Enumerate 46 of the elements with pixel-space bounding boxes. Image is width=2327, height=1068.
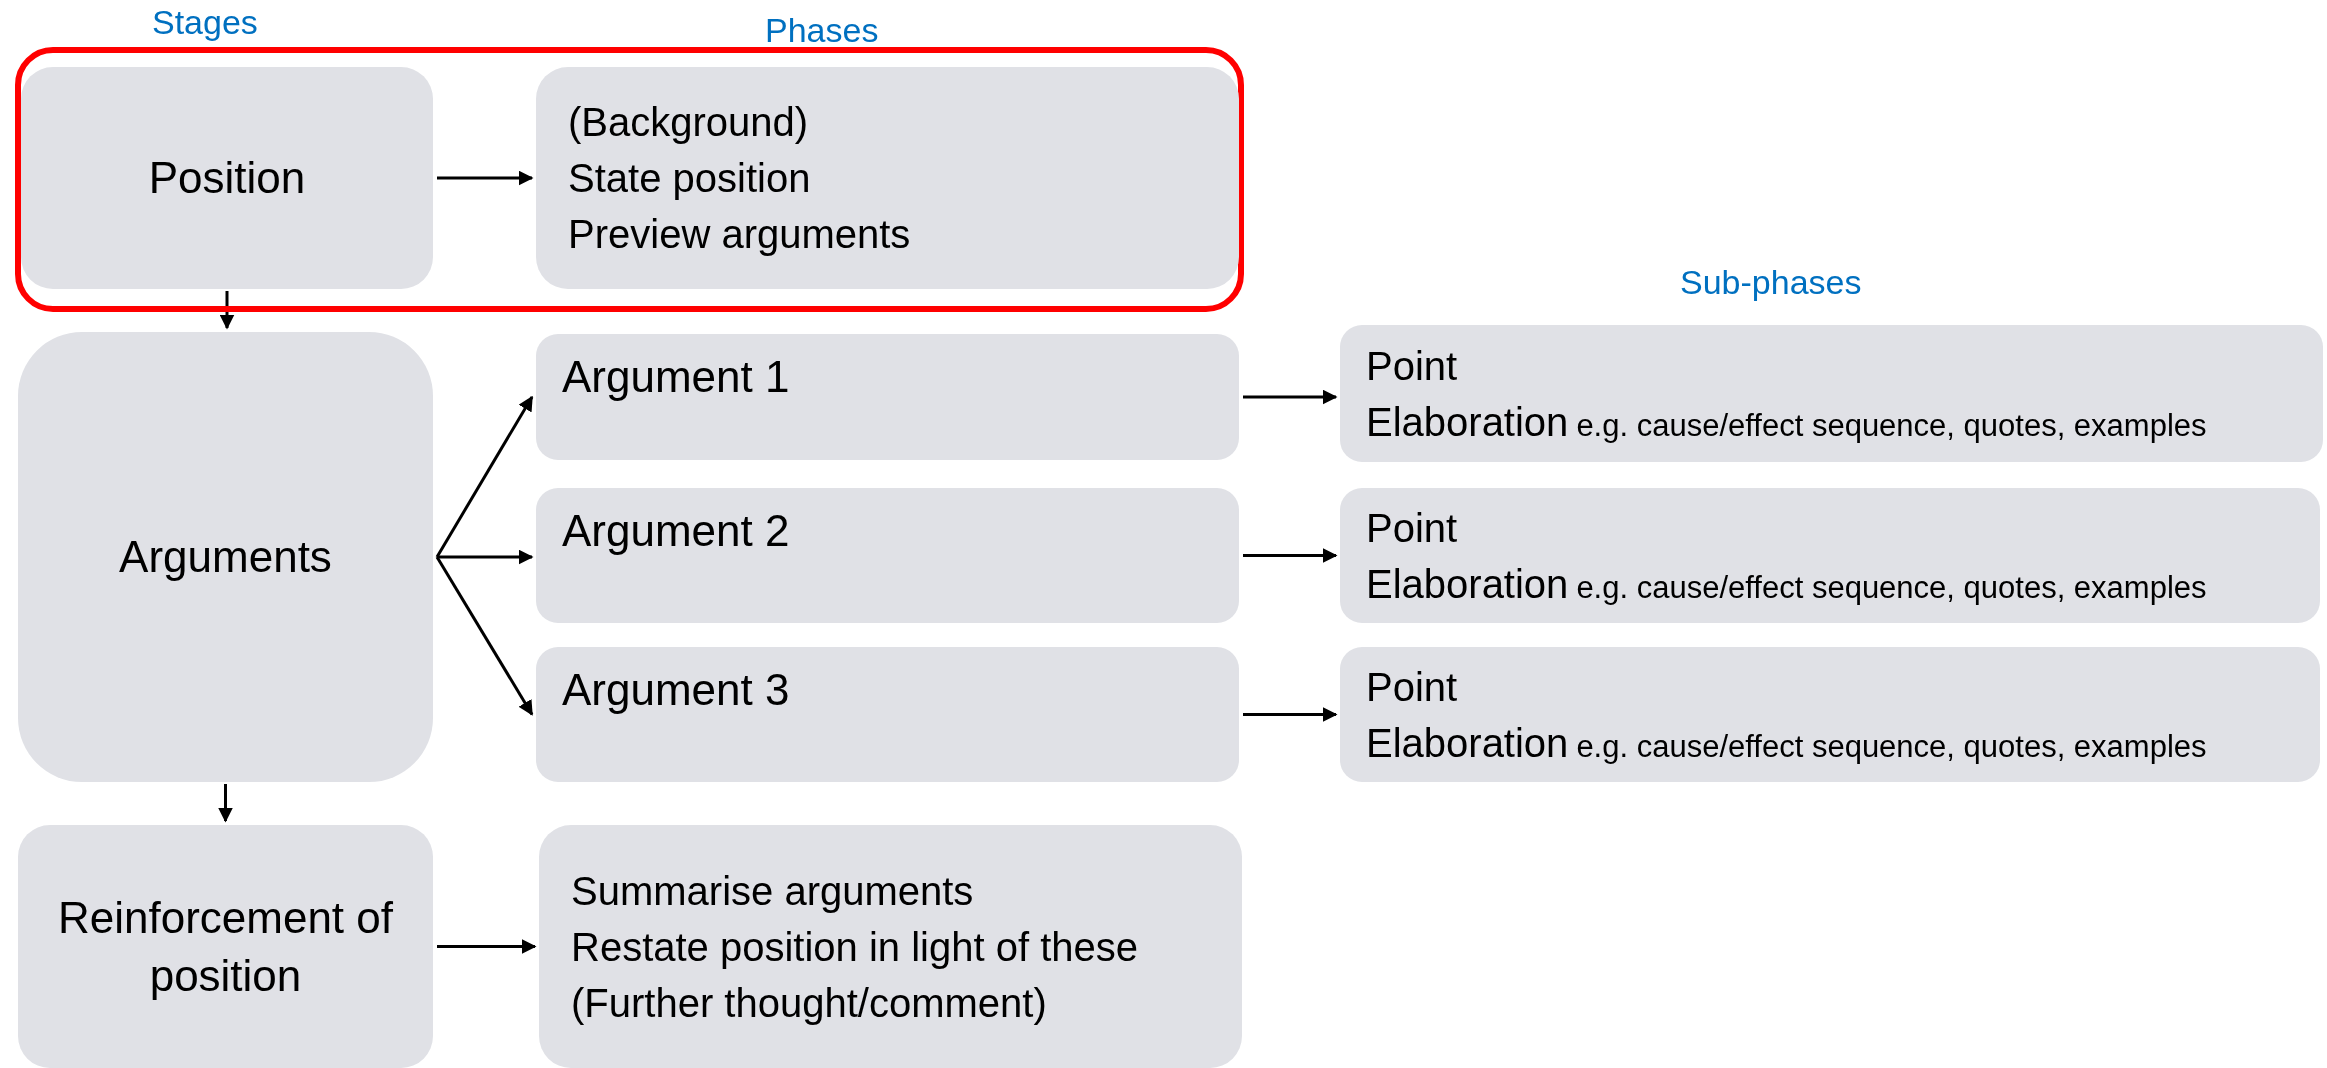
stage-label: Position [148,152,306,205]
arrow [218,784,233,823]
elaboration-label: Elaboration [1366,560,1569,608]
phase-box [539,825,1242,1068]
arrow [1243,707,1338,722]
stage-label: Reinforcement of position [56,892,395,1002]
phase-text: Summarise arguments [571,867,975,915]
highlight-frame [15,47,1244,312]
phase-box [536,334,1239,460]
column-heading: Sub-phases [1680,262,1862,303]
arrow [435,395,534,558]
phase-box [536,647,1239,782]
arrow [437,549,534,565]
sub-phase-box [1340,488,2320,623]
arrow [435,556,534,716]
phase-text: State position [568,155,812,202]
point-label: Point [1366,663,1459,711]
point-label: Point [1366,504,1459,552]
sub-phase-box [1340,325,2323,462]
phase-text: (Further thought/comment) [571,979,1048,1027]
stage-box [18,825,433,1068]
argument-label: Argument 2 [562,505,791,557]
sub-phase-box [1340,647,2320,782]
point-label: Point [1366,342,1459,390]
phase-text: Preview arguments [568,211,912,258]
phase-box [536,67,1239,289]
arrow [219,291,235,330]
elaboration-label: Elaboration [1366,719,1569,767]
arrow [1243,389,1338,405]
stage-box [18,332,433,782]
arrow [1243,548,1338,563]
elaboration-examples: e.g. cause/effect sequence, quotes, examples [1576,406,2207,445]
arrow [437,170,534,186]
phase-box [536,488,1239,623]
elaboration-label: Elaboration [1366,398,1569,446]
argument-label: Argument 1 [562,351,791,403]
argument-label: Argument 3 [562,664,791,716]
column-heading: Phases [765,10,879,51]
phase-text: Restate position in light of these [571,923,1139,971]
stage-box [21,67,433,289]
phase-text: (Background) [568,99,810,146]
stage-label: Arguments [119,531,332,584]
elaboration-examples: e.g. cause/effect sequence, quotes, examples [1576,727,2207,766]
elaboration-examples: e.g. cause/effect sequence, quotes, examples [1576,568,2207,607]
column-heading: Stages [152,2,258,43]
arrow [437,939,537,954]
